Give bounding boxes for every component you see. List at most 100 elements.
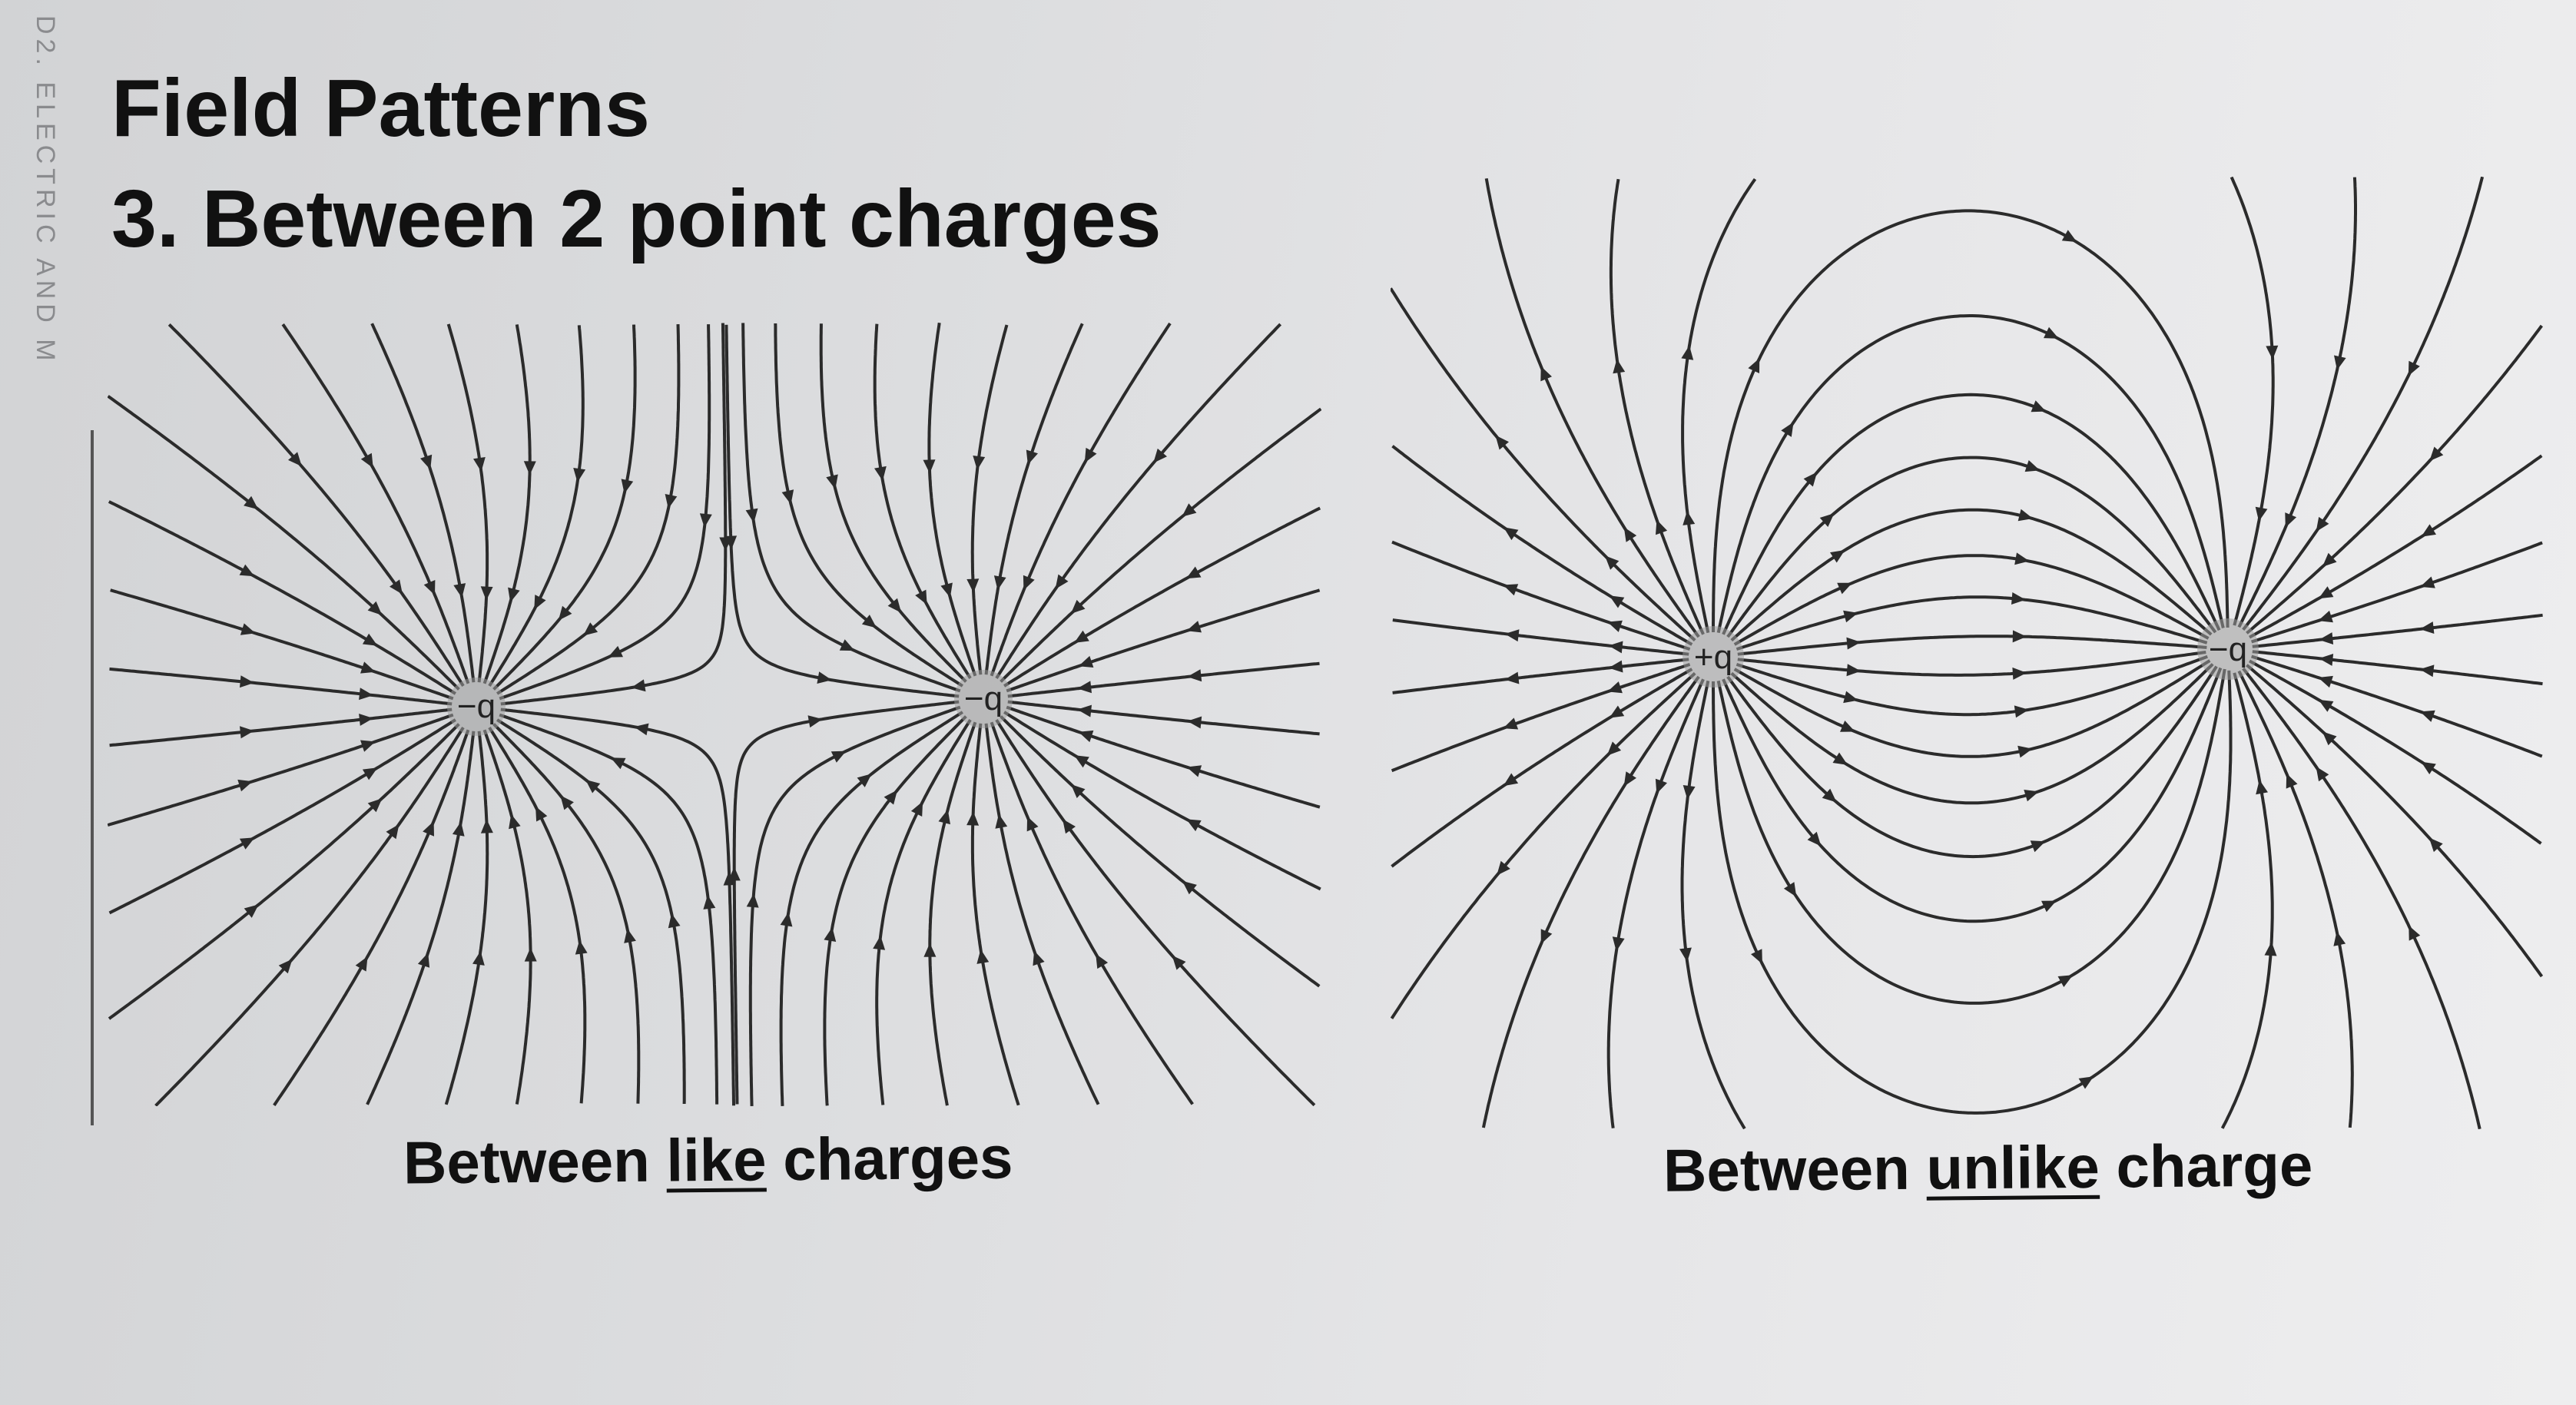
field-line bbox=[366, 731, 476, 1105]
field-line bbox=[281, 323, 470, 684]
field-arrowhead bbox=[1497, 860, 1510, 876]
field-arrowhead bbox=[887, 598, 902, 613]
field-arrowhead bbox=[362, 767, 378, 780]
field-line bbox=[990, 323, 1172, 677]
field-arrowhead bbox=[1187, 669, 1202, 682]
positive-charge-marker bbox=[1683, 626, 1744, 688]
field-line bbox=[984, 723, 1100, 1105]
field-arrowhead bbox=[1843, 691, 1858, 704]
field-arrowhead bbox=[745, 508, 758, 523]
field-line bbox=[875, 719, 972, 1105]
field-arrowhead bbox=[239, 564, 255, 577]
field-arrowhead bbox=[923, 459, 936, 474]
like-charge-b: −q bbox=[954, 670, 1013, 728]
field-arrowhead bbox=[1503, 584, 1519, 596]
field-line bbox=[1722, 393, 2221, 635]
field-arrowhead bbox=[608, 645, 623, 658]
field-line bbox=[928, 721, 977, 1106]
field-arrowhead bbox=[2017, 745, 2033, 758]
field-arrowhead bbox=[1074, 630, 1089, 643]
field-line bbox=[109, 667, 453, 706]
field-line bbox=[1481, 675, 1700, 1128]
like-field-lines bbox=[108, 323, 1321, 1106]
field-line bbox=[1391, 668, 1693, 868]
field-line bbox=[970, 324, 1009, 675]
negative-charge: −q bbox=[2197, 618, 2259, 680]
field-arrowhead bbox=[2012, 667, 2027, 680]
field-arrowhead bbox=[1748, 358, 1760, 373]
unlike-caption-before: Between bbox=[1663, 1134, 1927, 1205]
field-line bbox=[446, 323, 489, 683]
field-arrowhead bbox=[938, 809, 950, 825]
field-arrowhead bbox=[719, 537, 732, 552]
field-line bbox=[167, 323, 465, 687]
field-line bbox=[1681, 177, 1757, 634]
field-arrowhead bbox=[1182, 880, 1197, 895]
charge-a-marker bbox=[447, 678, 506, 736]
field-arrowhead bbox=[367, 798, 383, 813]
field-line bbox=[1000, 407, 1321, 683]
field-arrowhead bbox=[1837, 582, 1852, 595]
field-arrowhead bbox=[995, 814, 1008, 829]
field-arrowhead bbox=[473, 457, 486, 472]
field-line bbox=[108, 395, 460, 691]
field-arrowhead bbox=[2322, 731, 2337, 746]
field-arrowhead bbox=[993, 575, 1006, 591]
field-line bbox=[108, 718, 456, 915]
field-arrowhead bbox=[524, 947, 537, 962]
field-line bbox=[496, 324, 681, 695]
field-arrowhead bbox=[1783, 882, 1797, 897]
field-arrowhead bbox=[583, 622, 598, 636]
field-arrowhead bbox=[237, 779, 253, 792]
field-arrowhead bbox=[1807, 831, 1822, 847]
field-arrowhead bbox=[703, 895, 716, 910]
field-line bbox=[819, 323, 967, 683]
field-arrowhead bbox=[1074, 755, 1089, 768]
field-arrowhead bbox=[2419, 664, 2435, 678]
field-arrowhead bbox=[1608, 660, 1623, 673]
like-charges-caption: Between like charges bbox=[403, 1123, 1013, 1198]
field-arrowhead bbox=[1846, 664, 1862, 677]
field-arrowhead bbox=[1683, 785, 1696, 800]
field-arrowhead bbox=[2420, 576, 2435, 588]
field-line bbox=[2230, 177, 2275, 626]
field-arrowhead bbox=[1751, 949, 1762, 964]
field-line bbox=[1606, 678, 1705, 1128]
field-arrowhead bbox=[2285, 512, 2297, 528]
field-arrowhead bbox=[884, 790, 898, 805]
field-arrowhead bbox=[624, 928, 636, 943]
field-line bbox=[154, 727, 465, 1106]
field-arrowhead bbox=[915, 589, 927, 605]
field-line bbox=[488, 727, 587, 1104]
field-line bbox=[1680, 680, 1746, 1129]
field-arrowhead bbox=[1172, 955, 1186, 970]
field-line bbox=[724, 324, 960, 698]
field-line bbox=[108, 713, 454, 827]
field-arrowhead bbox=[2409, 925, 2421, 941]
field-arrowhead bbox=[2319, 632, 2334, 645]
like-caption-emphasis: like bbox=[666, 1125, 767, 1195]
field-arrowhead bbox=[1613, 359, 1626, 374]
field-arrowhead bbox=[634, 723, 649, 736]
field-arrowhead bbox=[940, 582, 953, 598]
field-line bbox=[1391, 287, 1696, 642]
field-arrowhead bbox=[1063, 819, 1076, 834]
field-arrowhead bbox=[807, 715, 823, 728]
field-line bbox=[370, 323, 476, 683]
field-arrowhead bbox=[240, 623, 256, 635]
field-arrowhead bbox=[2316, 766, 2329, 782]
field-arrowhead bbox=[1033, 950, 1045, 966]
field-arrowhead bbox=[2333, 931, 2346, 946]
field-arrowhead bbox=[1623, 771, 1636, 787]
field-arrowhead bbox=[1846, 637, 1862, 650]
field-line bbox=[984, 323, 1084, 675]
field-line bbox=[1003, 711, 1321, 891]
field-line bbox=[2246, 324, 2543, 635]
field-arrowhead bbox=[1055, 574, 1069, 589]
field-arrowhead bbox=[728, 867, 741, 881]
field-arrowhead bbox=[668, 913, 681, 929]
like-caption-after: charges bbox=[766, 1123, 1013, 1194]
unlike-field-lines bbox=[1391, 177, 2543, 1129]
field-arrowhead bbox=[278, 959, 293, 974]
field-arrowhead bbox=[910, 801, 923, 817]
